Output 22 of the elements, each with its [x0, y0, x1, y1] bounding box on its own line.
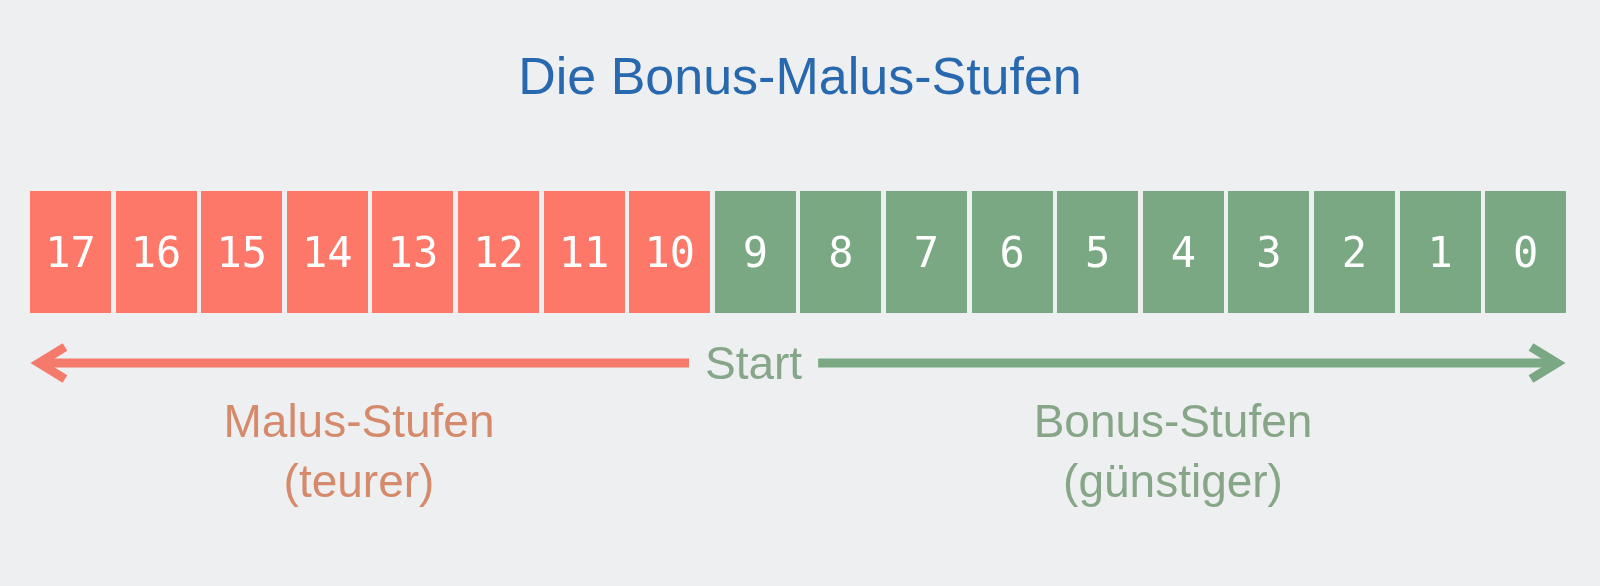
level-box: 5: [1057, 191, 1139, 313]
level-box: 12: [458, 191, 539, 313]
level-box: 17: [30, 191, 111, 313]
level-box: 11: [543, 191, 625, 313]
level-box: 0: [1485, 191, 1567, 313]
level-box: 14: [286, 191, 368, 313]
level-box: 9: [714, 191, 796, 313]
level-box: 1: [1399, 191, 1481, 313]
level-box: 13: [372, 191, 454, 313]
level-box: 16: [115, 191, 197, 313]
title: Die Bonus-Malus-Stufen: [517, 46, 1083, 106]
level-box: 3: [1228, 191, 1310, 313]
level-box: 2: [1314, 191, 1395, 313]
category-label: Bonus-Stufen (günstiger): [1032, 394, 1314, 509]
category-label: Malus-Stufen (teurer): [222, 394, 496, 509]
level-box: 4: [1142, 191, 1224, 313]
level-box: 15: [201, 191, 283, 313]
start-label: Start: [704, 338, 804, 388]
level-box: 7: [886, 191, 967, 313]
level-box: 8: [800, 191, 882, 313]
level-box: 6: [971, 191, 1053, 313]
level-box: 10: [629, 191, 711, 313]
